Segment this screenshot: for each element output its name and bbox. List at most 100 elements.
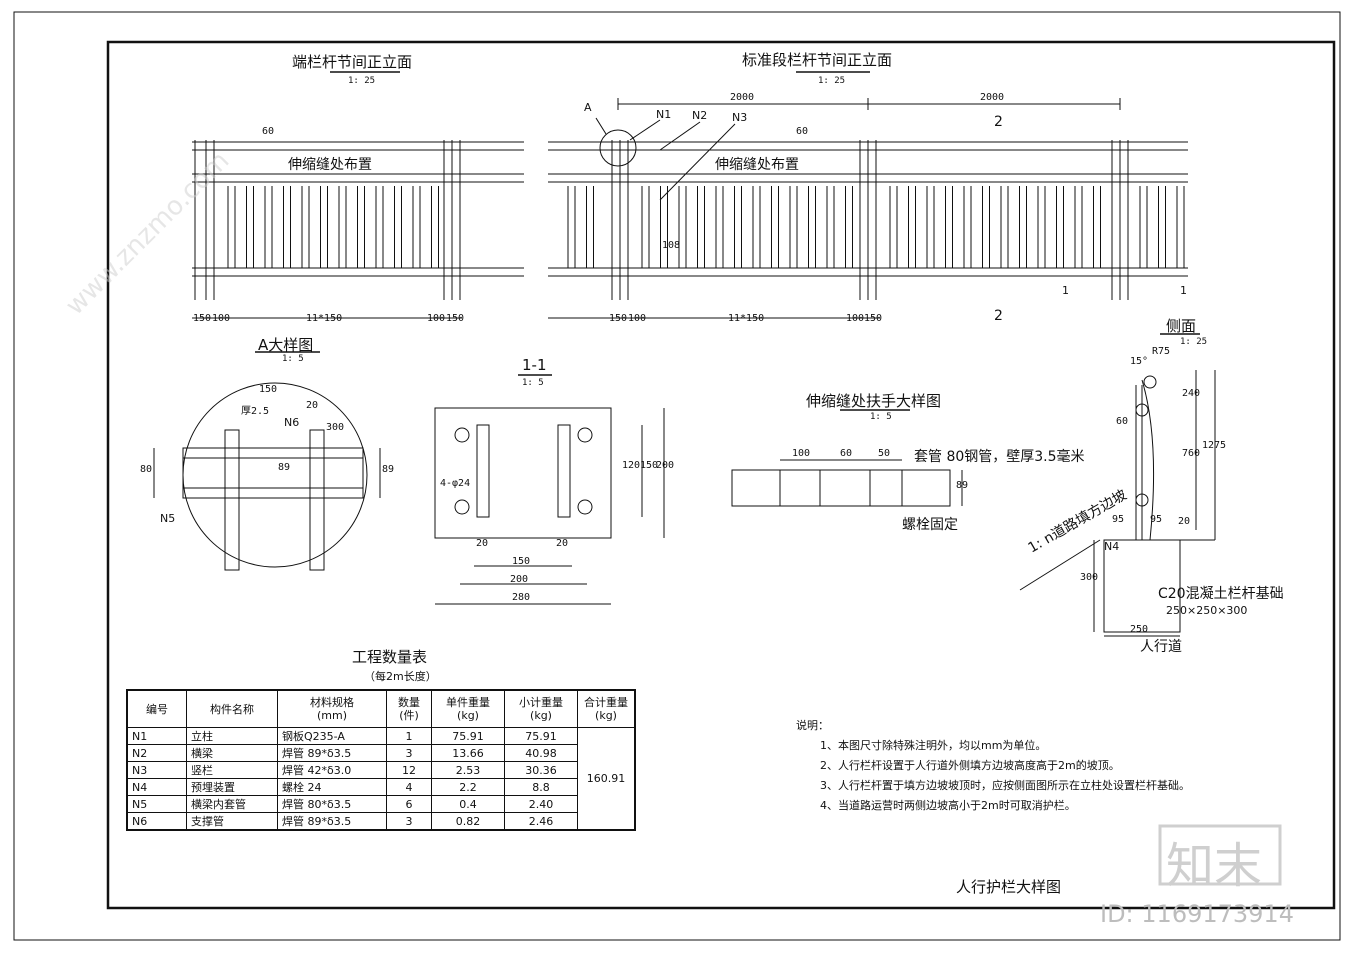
- std-elevation-scale: 1: 25: [818, 76, 846, 86]
- quantity-table: 编号 构件名称 材料规格 (mm) 数量 (件) 单件重量 (kg) 小计重量 …: [126, 689, 636, 831]
- std-elevation-title: 标准段栏杆节间正立面: [742, 51, 893, 69]
- dim-a-thickness: 厚2.5: [241, 406, 270, 417]
- table-cell: N3: [126, 761, 187, 779]
- dim-100-d: 100: [846, 313, 865, 324]
- table-cell: 竖栏: [186, 761, 278, 779]
- bolt-note: 螺栓固定: [902, 517, 958, 533]
- dim-108: 108: [662, 240, 681, 251]
- dim-60-end: 60: [262, 126, 275, 137]
- table-cell: 30.36: [504, 761, 578, 779]
- notes: 说明： 1、本图尺寸除特殊注明外，均以mm为单位。 2、人行栏杆设置于人行道外侧…: [796, 716, 1190, 816]
- dim-sv-15: 15°: [1130, 356, 1149, 367]
- dim-100-b: 100: [427, 313, 446, 324]
- dim-a-150: 150: [259, 384, 278, 395]
- label-n4: N4: [1104, 540, 1120, 553]
- note-item: 1、本图尺寸除特殊注明外，均以mm为单位。: [820, 739, 1047, 752]
- dim-100-c: 100: [628, 313, 647, 324]
- sleeve-note: 套管 80钢管，壁厚3.5毫米: [914, 449, 1085, 465]
- dim-j-50: 50: [878, 448, 891, 459]
- side-view-scale: 1: 25: [1180, 337, 1208, 347]
- joint-detail-scale: 1: 5: [870, 412, 892, 422]
- section-mark-1-left: 1: [1062, 284, 1069, 297]
- col-header: 小计重量 (kg): [504, 689, 578, 728]
- end-elevation-scale: 1: 25: [348, 76, 376, 86]
- dim-sv-95a: 95: [1112, 514, 1125, 525]
- label-n2: N2: [692, 109, 708, 122]
- dim-sv-20: 20: [1178, 516, 1191, 527]
- col-header: 单件重量 (kg): [431, 689, 505, 728]
- table-cell: 1: [386, 727, 432, 745]
- dim-150-c: 150: [609, 313, 628, 324]
- watermark-logo: [1158, 824, 1282, 886]
- side-view-title: 侧面: [1166, 317, 1197, 335]
- table-subtitle: （每2m长度）: [364, 670, 437, 683]
- table-cell: N4: [126, 778, 187, 796]
- table-cell: 立柱: [186, 727, 278, 745]
- dim-s-150: 150: [512, 556, 531, 567]
- dim-s-20b: 20: [556, 538, 569, 549]
- dim-a-89-in: 89: [278, 462, 291, 473]
- table-cell: 焊管 89*δ3.5: [277, 812, 387, 831]
- table-cell: 0.82: [431, 812, 505, 831]
- side-view: [1019, 370, 1216, 637]
- dim-60-std: 60: [796, 126, 809, 137]
- table-cell: 13.66: [431, 744, 505, 762]
- table-cell: N2: [126, 744, 187, 762]
- table-title: 工程数量表: [352, 648, 428, 666]
- label-n5: N5: [160, 512, 176, 525]
- dim-sv-240: 240: [1182, 388, 1201, 399]
- joint-layout-label-end: 伸缩缝处布置: [288, 157, 372, 173]
- dim-sv-r75: R75: [1152, 346, 1171, 357]
- table-cell: 2.2: [431, 778, 505, 796]
- table-cell: 钢板Q235-A: [277, 727, 387, 745]
- table-cell: N5: [126, 795, 187, 813]
- dim-s-120: 120: [622, 460, 641, 471]
- dim-j-60: 60: [840, 448, 853, 459]
- table-cell: 12: [386, 761, 432, 779]
- table-cell: 焊管 89*δ3.5: [277, 744, 387, 762]
- joint-layout-label-std: 伸缩缝处布置: [715, 157, 799, 173]
- dim-150-a: 150: [193, 313, 212, 324]
- table-cell: 0.4: [431, 795, 505, 813]
- table-cell: 6: [386, 795, 432, 813]
- table-cell: 2.46: [504, 812, 578, 831]
- label-n3: N3: [732, 111, 748, 124]
- table-cell: 4: [386, 778, 432, 796]
- dim-a-80: 80: [140, 464, 153, 475]
- detail-a-drawing: [153, 382, 381, 571]
- table-cell: 支撑管: [186, 812, 278, 831]
- note-item: 4、当道路运营时两侧边坡高小于2m时可取消护栏。: [820, 799, 1076, 812]
- dim-sv-95b: 95: [1150, 514, 1163, 525]
- dim-a-300: 300: [326, 422, 345, 433]
- dim-a-89-out: 89: [382, 464, 395, 475]
- table-cell: 75.91: [504, 727, 578, 745]
- end-elevation-title: 端栏杆节间正立面: [292, 53, 413, 71]
- table-cell: 焊管 80*δ3.5: [277, 795, 387, 813]
- table-cell: 8.8: [504, 778, 578, 796]
- dim-150-d: 150: [864, 313, 883, 324]
- inner-border: [106, 40, 1336, 910]
- dim-sv-300: 300: [1080, 572, 1099, 583]
- dim-sv-60: 60: [1116, 416, 1129, 427]
- standard-railing-elevation: [548, 140, 1188, 300]
- dim-sv-760: 760: [1182, 448, 1201, 459]
- table-cell: 横梁: [186, 744, 278, 762]
- section-mark-2-top: 2: [994, 114, 1003, 130]
- dim-100-a: 100: [212, 313, 231, 324]
- dim-s-150v: 150: [640, 460, 659, 471]
- dim-bolt-holes: 4-φ24: [440, 478, 471, 489]
- table-cell: 焊管 42*δ3.0: [277, 761, 387, 779]
- joint-detail-title: 伸缩缝处扶手大样图: [806, 392, 942, 410]
- end-railing-elevation: [192, 140, 524, 300]
- section-scale: 1: 5: [522, 378, 544, 388]
- section-title: 1-1: [522, 356, 547, 374]
- col-header: 构件名称: [186, 689, 278, 728]
- drawing-name: 人行护栏大样图: [956, 878, 1062, 896]
- dim-sv-250: 250: [1130, 624, 1149, 635]
- watermark-id: ID: 1169173914: [1100, 900, 1294, 928]
